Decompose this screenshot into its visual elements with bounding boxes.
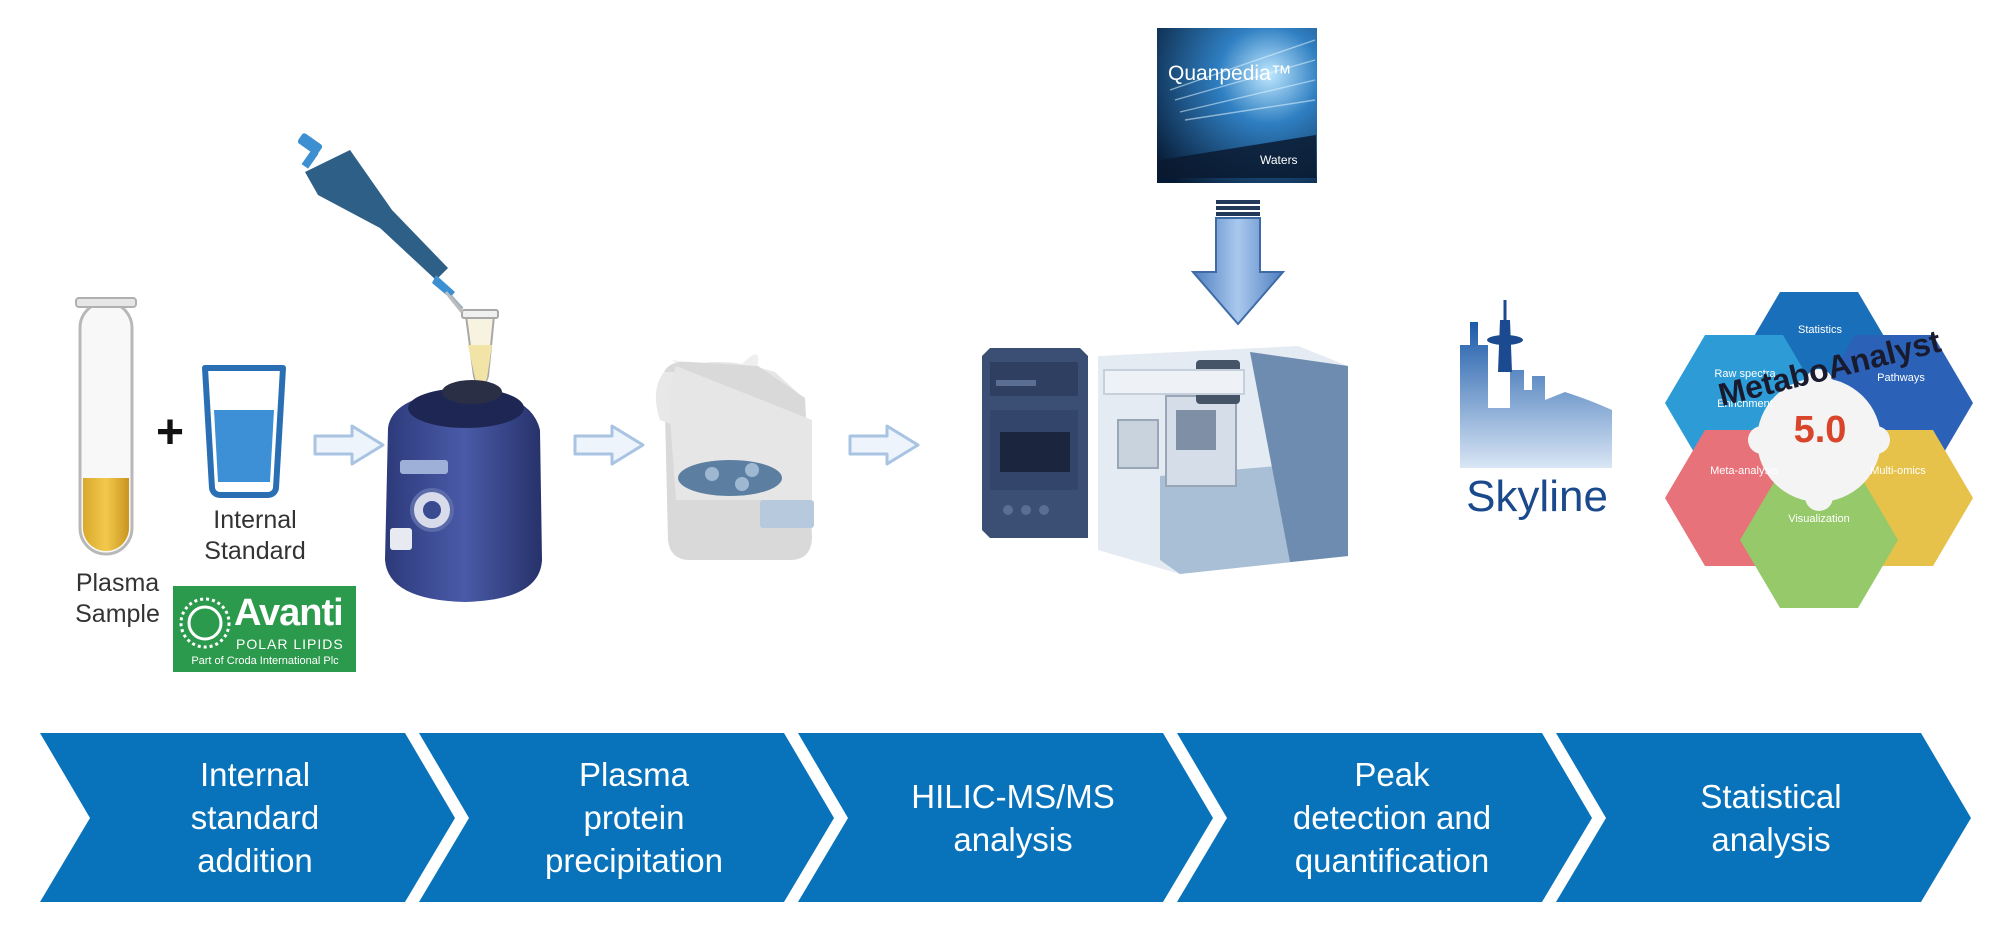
- step-label-3-line2: analysis: [953, 820, 1073, 858]
- step-label-4: Peak detection and quantification: [1227, 733, 1557, 902]
- pipette-icon: [297, 133, 464, 311]
- step-label-1-line2: standard: [190, 799, 320, 836]
- step-chevron-3: [798, 733, 1213, 902]
- step-chevron-2: [419, 733, 834, 902]
- metaboanalyst-version: 5.0: [1793, 409, 1847, 451]
- internal-standard-label-line1: Internal: [213, 506, 297, 534]
- step-label-1: Internal standard addition: [90, 733, 420, 902]
- skyline-logo-icon: [1460, 300, 1612, 468]
- quanpedia-logo-icon: [1157, 28, 1317, 183]
- step-label-3: HILIC-MS/MS analysis: [848, 733, 1178, 902]
- step-label-4-line2: detection and: [1292, 799, 1492, 836]
- metaboanalyst-module-pathways: Pathways: [1877, 372, 1925, 384]
- metaboanalyst-module-multiomics: Multi-omics: [1870, 465, 1926, 477]
- quanpedia-name: Quanpedia™: [1168, 62, 1292, 85]
- quanpedia-vendor: Waters: [1260, 153, 1298, 167]
- avanti-name: Avanti: [234, 592, 344, 634]
- step-label-1-line1: Internal: [199, 756, 311, 793]
- plasma-tube-icon: [75, 297, 137, 556]
- step-label-5-line1: Statistical: [1700, 777, 1842, 815]
- plasma-sample-label-line1: Plasma: [75, 569, 160, 597]
- internal-standard-label-line2: Standard: [204, 537, 306, 565]
- internal-standard-label: Internal Standard: [190, 505, 320, 567]
- flow-arrow-2: [573, 424, 645, 466]
- step-chevron-4: [1177, 733, 1592, 902]
- step-label-2-line2: protein: [583, 799, 685, 836]
- flow-arrow-3: [848, 424, 920, 466]
- plus-sign: +: [156, 406, 185, 459]
- water-glass-icon: [202, 365, 286, 499]
- flow-arrow-1: [313, 424, 385, 466]
- step-label-2-line1: Plasma: [578, 756, 690, 793]
- vortex-mixer-icon: [385, 380, 542, 602]
- metaboanalyst-module-raw-spectra: Raw spectra: [1714, 368, 1776, 380]
- down-arrow-icon: [1190, 200, 1286, 326]
- step-label-4-line3: quantification: [1294, 842, 1490, 879]
- avanti-tag: Part of Croda International Plc: [191, 655, 339, 667]
- lc-ms-instrument-icon: [982, 346, 1348, 574]
- step-chevron-5: [1556, 733, 1971, 902]
- step-label-5-line2: analysis: [1711, 820, 1831, 858]
- metaboanalyst-module-statistics: Statistics: [1797, 324, 1842, 336]
- metaboanalyst-module-meta-analysis: Meta-analysis: [1710, 465, 1778, 477]
- plasma-sample-label: Plasma Sample: [60, 568, 175, 630]
- step-chevron-1: [40, 733, 455, 902]
- step-label-2-line3: precipitation: [545, 842, 723, 879]
- skyline-name: Skyline: [1466, 472, 1608, 521]
- avanti-sub: POLAR LIPIDS: [236, 636, 344, 652]
- metaboanalyst-module-visualization: Visualization: [1788, 513, 1850, 525]
- centrifuge-icon: [655, 354, 814, 560]
- step-label-5: Statistical analysis: [1606, 733, 1936, 902]
- step-label-3-line1: HILIC-MS/MS: [911, 777, 1115, 815]
- avanti-logo-icon: [173, 586, 356, 672]
- step-label-4-line1: Peak: [1354, 756, 1430, 793]
- step-label-1-line3: addition: [197, 842, 313, 879]
- step-label-2: Plasma protein precipitation: [469, 733, 799, 902]
- plasma-sample-label-line2: Sample: [75, 600, 160, 628]
- metaboanalyst-logo-icon: [1665, 292, 1973, 608]
- metaboanalyst-module-enrichment: Enrichment: [1717, 398, 1773, 410]
